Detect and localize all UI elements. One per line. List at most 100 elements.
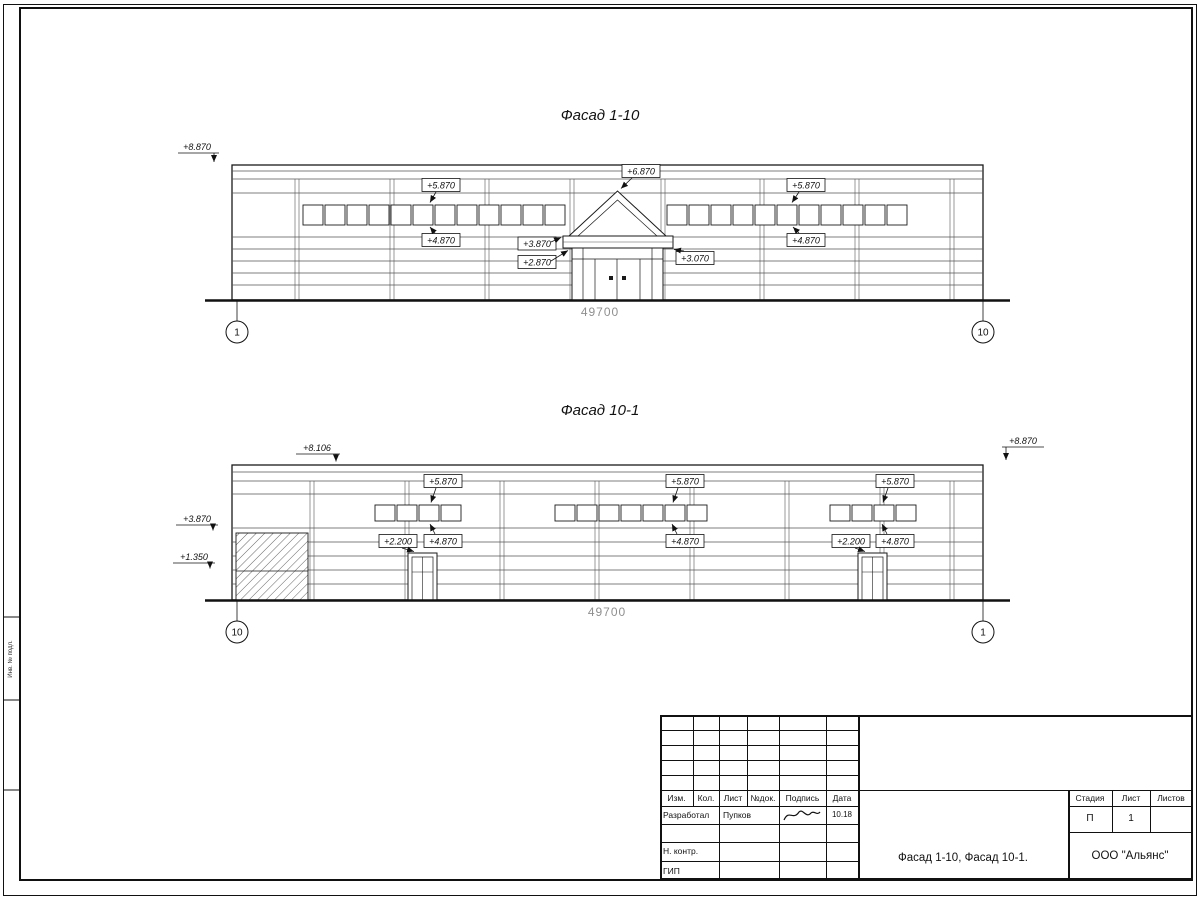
elevation-mark-box <box>831 534 871 548</box>
louver-grille <box>235 532 309 601</box>
elevation-mark-box <box>423 534 463 548</box>
elevation-mark-sill: +4.870 <box>875 523 915 548</box>
axis-bubble-right: 10 <box>971 301 995 344</box>
elevation-mark-sill-left: +4.870 <box>421 226 461 247</box>
elevation-mark-label: +4.870 <box>671 537 699 547</box>
stage-value: П <box>1086 813 1094 824</box>
role-gip: ГИП <box>663 866 680 876</box>
elevation-mark-parapet-left: +8.106 <box>296 443 340 462</box>
elevation-mark-door-top: +2.870 <box>517 250 569 269</box>
col-header-list: Лист <box>723 793 743 803</box>
elevation-mark-door: +2.200 <box>378 534 418 553</box>
elevation-mark-box <box>378 534 418 548</box>
elevation-mark-lintel: +5.870 <box>665 474 705 503</box>
elevation-mark-apex: +6.870 <box>620 164 661 189</box>
elevation-mark-box <box>621 164 661 178</box>
facade-1-10-view: Фасад 1-10 <box>178 107 1010 344</box>
pediment-inner-line <box>577 199 658 237</box>
elevation-mark-sill: +4.870 <box>665 523 705 548</box>
elevation-mark-box <box>786 178 826 192</box>
overall-dimension: 49700 <box>581 305 619 319</box>
elevation-mark-label: +5.870 <box>881 477 909 487</box>
elevation-mark-box <box>421 233 461 247</box>
window-band-right <box>829 504 917 522</box>
elevation-mark-label: +5.870 <box>671 477 699 487</box>
window-band-left <box>374 504 462 522</box>
elevation-mark-label: +6.870 <box>627 167 655 177</box>
stage-header: Стадия <box>1075 793 1105 803</box>
elevation-mark-box <box>875 474 915 488</box>
elevation-mark-label: +4.870 <box>881 537 909 547</box>
facade-10-1-view: Фасад 10-1 <box>173 402 1044 644</box>
elevation-mark-lintel-left: +5.870 <box>421 178 461 203</box>
elevation-mark-label: +1.350 <box>180 552 208 562</box>
elevation-mark-label: +3.870 <box>523 239 551 249</box>
elevation-mark-lintel-right: +5.870 <box>786 178 826 203</box>
elevation-mark-parapet: +8.870 <box>178 142 219 162</box>
company-name: ООО "Альянс" <box>1091 850 1169 862</box>
elevation-mark-canopy-edge: +3.070 <box>673 247 715 265</box>
signature-scribble <box>783 810 821 821</box>
entrance-storefront <box>571 247 664 301</box>
col-header-kol: Кол. <box>697 793 715 803</box>
elevation-mark-sill: +4.870 <box>423 523 463 548</box>
sheet-value: 1 <box>1128 813 1134 824</box>
elevation-mark-box <box>786 233 826 247</box>
sheets-header: Листов <box>1157 793 1185 803</box>
elevation-mark-box <box>675 251 715 265</box>
elevation-mark-box <box>665 474 705 488</box>
elevation-mark-label: +5.870 <box>427 181 455 191</box>
frame-side-label: Инв. № подл. <box>7 640 14 678</box>
door-handle <box>622 276 626 280</box>
elevation-mark-label: +2.200 <box>837 537 865 547</box>
door-right <box>857 552 888 601</box>
elevation-marks: +8.106 +8.870 +3.870 +1.350 +5 <box>173 436 1044 569</box>
elevation-mark-label: +5.870 <box>792 181 820 191</box>
elevation-mark-label: +5.870 <box>429 477 457 487</box>
door-handle <box>609 276 613 280</box>
elevation-mark-label: +4.870 <box>792 236 820 246</box>
elevation-mark-door: +2.200 <box>831 534 871 553</box>
facade-1-10-title: Фасад 1-10 <box>561 107 640 124</box>
elevation-mark-box <box>517 236 557 251</box>
overall-dimension: 49700 <box>588 605 626 619</box>
elevation-mark-sill-right: +4.870 <box>786 226 826 247</box>
elevation-mark-label: +8.870 <box>183 142 211 152</box>
elevation-mark-box <box>423 474 463 488</box>
elevation-marks: +8.870 +5.870 +6.870 +5.870 +4. <box>178 142 826 269</box>
col-header-date: Дата <box>832 793 852 803</box>
facade-10-1-title: Фасад 10-1 <box>561 402 640 419</box>
entrance-portal <box>562 190 674 301</box>
axis-bubble-left: 1 <box>225 301 249 344</box>
developer-date: 10.18 <box>831 810 853 819</box>
axis-bubble-left: 10 <box>225 601 249 644</box>
developer-name: Пупков <box>723 810 752 820</box>
elevation-mark-lintel: +5.870 <box>875 474 915 503</box>
elevation-mark-label: +8.870 <box>1009 436 1037 446</box>
axis-number: 10 <box>231 628 243 639</box>
sheet-header: Лист <box>1121 793 1141 803</box>
col-header-sign: Подпись <box>785 793 820 803</box>
pilaster-lines <box>309 481 955 600</box>
elevation-mark-label: +4.870 <box>429 537 457 547</box>
col-header-izm: Изм. <box>667 793 686 803</box>
axis-number: 10 <box>977 328 989 339</box>
sheet-frame: Инв. № подл. <box>3 4 1197 896</box>
window-band-right <box>666 204 908 226</box>
elevation-mark-box <box>517 255 557 269</box>
window-band-center <box>554 504 708 522</box>
role-developer: Разработал <box>663 810 710 820</box>
elevation-mark-label: +4.870 <box>427 236 455 246</box>
axis-bubble-right: 1 <box>971 601 995 644</box>
doc-title: Фасад 1-10, Фасад 10-1. <box>898 852 1028 864</box>
title-block: Изм. Кол. Лист №док. Подпись Дата Разраб… <box>660 715 1192 880</box>
elevation-mark-parapet-right: +8.870 <box>1002 436 1044 460</box>
role-ncontrol: Н. контр. <box>663 846 699 856</box>
elevation-mark-ledge-upper: +3.870 <box>176 514 218 531</box>
elevation-mark-box <box>665 534 705 548</box>
col-header-doc: №док. <box>750 793 776 803</box>
axis-number: 1 <box>980 628 986 639</box>
entrance-doors <box>582 248 653 300</box>
